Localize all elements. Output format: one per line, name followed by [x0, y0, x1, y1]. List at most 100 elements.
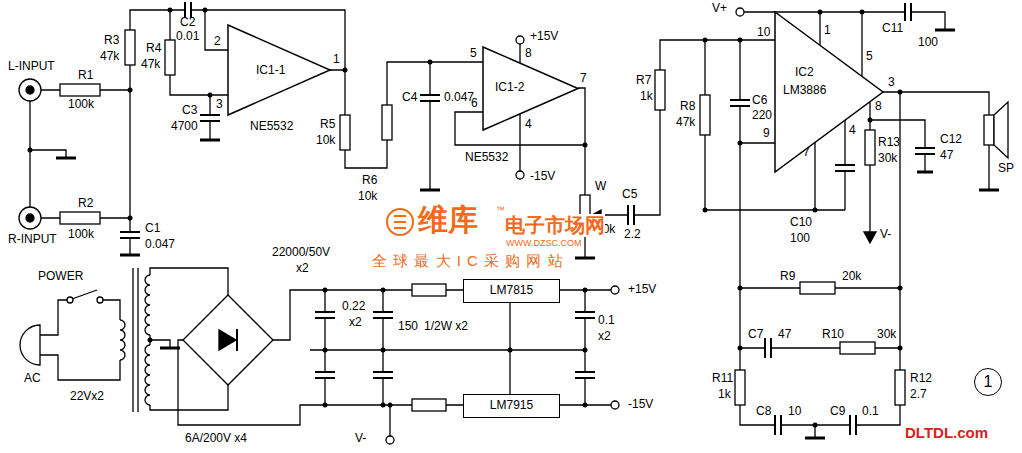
pin-number: 7	[580, 72, 587, 86]
junction-dot	[428, 60, 433, 65]
resistor-symbol	[382, 105, 392, 140]
wire	[598, 40, 775, 215]
junction-dot	[168, 8, 173, 13]
part-value: C9	[830, 405, 845, 419]
part-value: 47k	[141, 58, 160, 72]
triangle-outline	[228, 25, 330, 115]
terminal	[736, 8, 744, 16]
wire	[170, 10, 345, 140]
junction-dot	[381, 348, 386, 353]
part-value: 150	[398, 320, 418, 334]
amplifier-ic: IC2LM3886	[775, 12, 883, 172]
part-value: 10	[788, 405, 801, 419]
signal-name: POWER	[38, 270, 83, 284]
junction-dot	[898, 346, 903, 351]
opamp-triangle: IC1-1	[228, 25, 330, 115]
signal-name: V+	[712, 2, 727, 16]
transformer-symbol	[133, 268, 138, 412]
junction-dot	[868, 118, 873, 123]
part-value: C4	[402, 91, 417, 105]
junction-dot	[738, 346, 743, 351]
terminal	[386, 436, 394, 444]
part-value: 10k	[358, 190, 377, 204]
part-value: 47k	[100, 50, 119, 64]
pin-number: 2	[214, 35, 221, 49]
part-value: C5	[622, 188, 637, 202]
resistor-symbol	[895, 370, 905, 405]
part-value: NE5532	[250, 120, 293, 134]
part-value: 0.01	[176, 30, 199, 44]
watermark-logo	[387, 209, 413, 235]
part-value: R12	[910, 372, 932, 386]
supply-arrow	[864, 232, 876, 243]
resistor-symbol	[655, 70, 665, 110]
part-value: C10	[790, 216, 812, 230]
part-value: 30k	[877, 328, 896, 342]
regulator-name: LM7815	[490, 284, 533, 298]
pin-number: 10	[757, 26, 770, 40]
part-value: R11	[712, 372, 733, 386]
resistor-symbol	[165, 40, 175, 75]
switch-symbol	[97, 297, 103, 303]
watermark: ™	[496, 205, 505, 215]
part-value: 47	[940, 149, 953, 163]
part-value: x2	[598, 330, 611, 344]
part-value: 0.047	[145, 238, 175, 252]
resistor-symbol	[735, 370, 745, 405]
part-value: R8	[680, 100, 695, 114]
figure-number: 1	[984, 373, 993, 391]
junction-dot	[898, 90, 903, 95]
pin-number: 1	[333, 53, 340, 67]
terminal	[516, 36, 524, 44]
speaker-symbol	[984, 115, 994, 145]
capacitor-symbol	[765, 338, 856, 435]
part-value: R2	[78, 197, 93, 211]
triangle-outline	[775, 12, 883, 172]
resistor-symbol	[865, 130, 875, 165]
resistor-symbol	[60, 212, 100, 224]
part-value: C8	[756, 405, 771, 419]
part-value: 1/2W x2	[424, 320, 468, 334]
signal-name: SP	[998, 162, 1014, 176]
transformer-symbol	[120, 268, 150, 412]
part-value: R1	[78, 69, 93, 83]
pin-number: 6	[471, 97, 478, 111]
resistor-symbol	[412, 399, 446, 411]
capacitor-symbol	[120, 2, 935, 435]
part-value: 0.047	[444, 91, 474, 105]
part-value: R5	[320, 118, 335, 132]
input-jack	[26, 214, 34, 222]
watermark: 维库	[418, 203, 478, 238]
pin-number: 1	[824, 24, 831, 38]
part-value: 2.2	[624, 228, 641, 242]
bridge-rectifier	[183, 295, 273, 385]
signal-name: V-	[355, 432, 366, 446]
input-jack	[19, 207, 41, 229]
part-value: 4700	[171, 120, 198, 134]
input-jack	[19, 79, 41, 229]
switch-symbol	[67, 297, 73, 303]
part-value: 0.22	[342, 300, 365, 314]
ic-name: LM3886	[783, 84, 826, 98]
wire	[744, 12, 989, 370]
part-value: 30k	[878, 152, 897, 166]
part-value: R3	[104, 34, 119, 48]
regulator-box: LM7915	[463, 394, 560, 418]
junction-dot	[323, 288, 328, 293]
junction-dot	[583, 348, 588, 353]
terminal	[386, 8, 744, 444]
resistor-symbol	[840, 342, 875, 354]
signal-name: +15V	[530, 30, 558, 44]
pin-number: 5	[866, 50, 873, 64]
signal-name: L-INPUT	[8, 60, 55, 74]
ic-name: IC2	[795, 66, 814, 80]
ic-name: IC1-1	[256, 64, 285, 78]
terminal	[516, 171, 524, 179]
pin-number: 3	[888, 76, 895, 90]
junction-dot	[381, 288, 386, 293]
resistor-symbol	[125, 30, 135, 65]
wire	[178, 290, 585, 425]
opamp-triangle: IC1-2	[483, 47, 578, 130]
part-value: 47k	[676, 116, 695, 130]
